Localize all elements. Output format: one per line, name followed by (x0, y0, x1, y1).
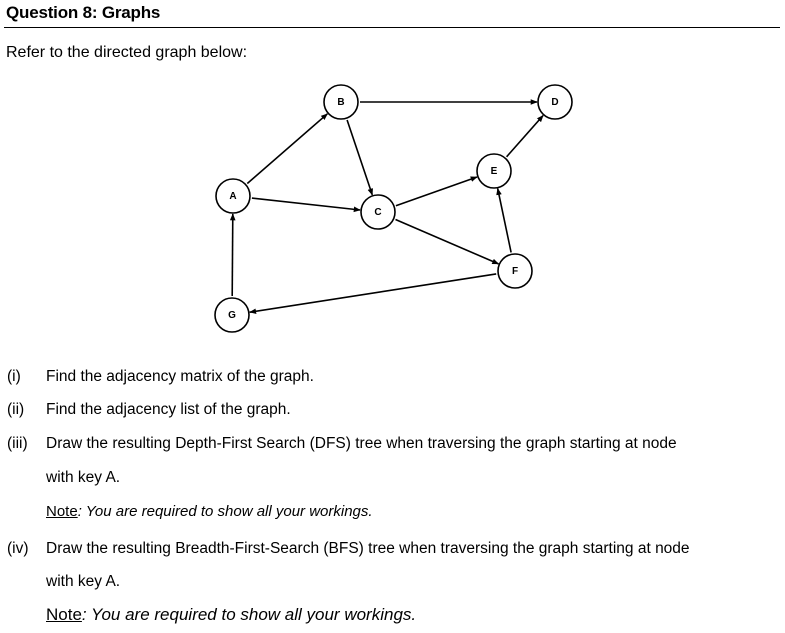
node-circle (215, 178, 251, 214)
node-label: A (229, 191, 236, 202)
question-iii-note: Note: You are required to show all your … (46, 503, 373, 520)
node-b: B (323, 84, 359, 120)
edge-c-to-f (395, 218, 500, 265)
question-iv-note: Note: You are required to show all your … (46, 605, 416, 625)
edge-a-to-c (251, 197, 361, 213)
node-circle (360, 194, 396, 230)
graph-edges (229, 99, 544, 314)
node-e: E (476, 153, 512, 189)
edge-e-to-d (506, 114, 544, 158)
question-number: (ii) (7, 401, 25, 418)
node-label: B (337, 97, 344, 108)
node-circle (497, 253, 533, 289)
node-circle (537, 84, 573, 120)
question-iii-continuation: with key A. (46, 469, 121, 486)
note-text: : You are required to show all your work… (77, 503, 373, 520)
question-text: Draw the resulting Depth-First Search (D… (46, 435, 677, 452)
node-f: F (497, 253, 533, 289)
note-label: Note (46, 605, 82, 624)
question-title: Question 8: Graphs (6, 3, 161, 22)
node-g: G (214, 297, 250, 333)
question-text: Find the adjacency matrix of the graph. (46, 368, 314, 385)
question-number: (i) (7, 368, 21, 385)
node-circle (214, 297, 250, 333)
question-iv-continuation: with key A. (46, 573, 121, 590)
edge-g-to-a (229, 213, 236, 297)
node-circle (476, 153, 512, 189)
node-label: F (512, 266, 518, 277)
node-circle (323, 84, 359, 120)
edge-b-to-c (346, 119, 374, 196)
node-a: A (215, 178, 251, 214)
edge-f-to-e (496, 187, 512, 253)
question-number: (iv) (7, 540, 29, 557)
question-text: Find the adjacency list of the graph. (46, 401, 291, 418)
node-label: C (374, 207, 381, 218)
node-d: D (537, 84, 573, 120)
node-label: D (551, 97, 558, 108)
node-label: G (228, 310, 236, 321)
note-label: Note (46, 503, 78, 520)
edge-c-to-e (395, 176, 478, 207)
intro-text: Refer to the directed graph below: (6, 44, 248, 61)
question-text: Draw the resulting Breadth-First-Search … (46, 540, 690, 557)
title-divider (4, 27, 780, 28)
node-c: C (360, 194, 396, 230)
edge-a-to-b (246, 113, 328, 185)
note-text: : You are required to show all your work… (81, 605, 417, 624)
graph-nodes: A B C D E F G (214, 84, 573, 333)
directed-graph: A B C D E F G (214, 84, 573, 333)
edge-f-to-g (249, 273, 497, 314)
question-number: (iii) (7, 435, 28, 452)
node-label: E (491, 166, 498, 177)
